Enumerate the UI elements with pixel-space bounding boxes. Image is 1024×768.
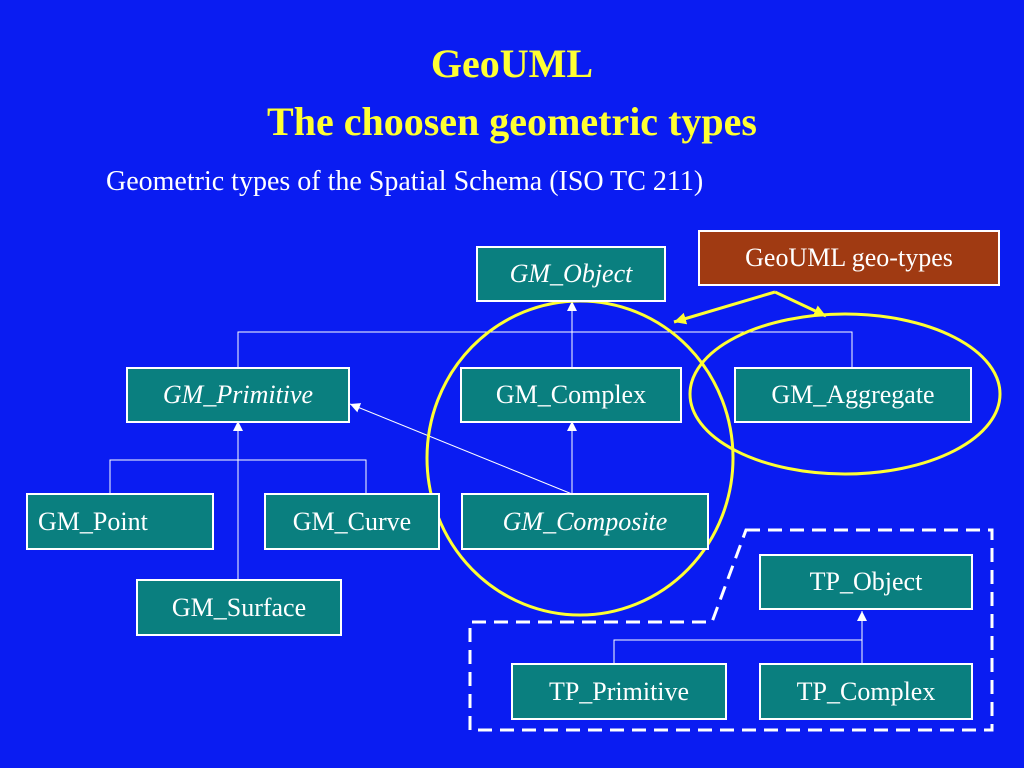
geo-types-legend: GeoUML geo-types (698, 230, 1000, 286)
node-gm-surface: GM_Surface (136, 579, 342, 636)
callout-arrow-right (774, 290, 827, 318)
page-title: GeoUML (430, 41, 594, 86)
highlight-ellipse-complex (425, 299, 735, 617)
callout-arrow-left (673, 290, 776, 325)
node-tp-primitive: TP_Primitive (511, 663, 727, 720)
node-gm-complex: GM_Complex (460, 367, 682, 423)
node-gm-curve: GM_Curve (264, 493, 440, 550)
connector-tp-children (613, 639, 862, 664)
node-tp-object: TP_Object (759, 554, 973, 610)
node-tp-complex: TP_Complex (759, 663, 973, 720)
connector-object-children (237, 331, 853, 368)
highlight-ellipse-aggregate (688, 312, 1002, 476)
topology-region-outline (468, 528, 994, 732)
node-gm-point: GM_Point (26, 493, 214, 550)
node-gm-composite: GM_Composite (461, 493, 709, 550)
arrow-composite-to-primitive (349, 403, 573, 495)
node-gm-aggregate: GM_Aggregate (734, 367, 972, 423)
node-gm-object: GM_Object (476, 246, 666, 302)
diagram-caption: Geometric types of the Spatial Schema (I… (106, 166, 704, 197)
page-subtitle: The choosen geometric types (267, 99, 757, 144)
node-gm-primitive: GM_Primitive (126, 367, 350, 423)
